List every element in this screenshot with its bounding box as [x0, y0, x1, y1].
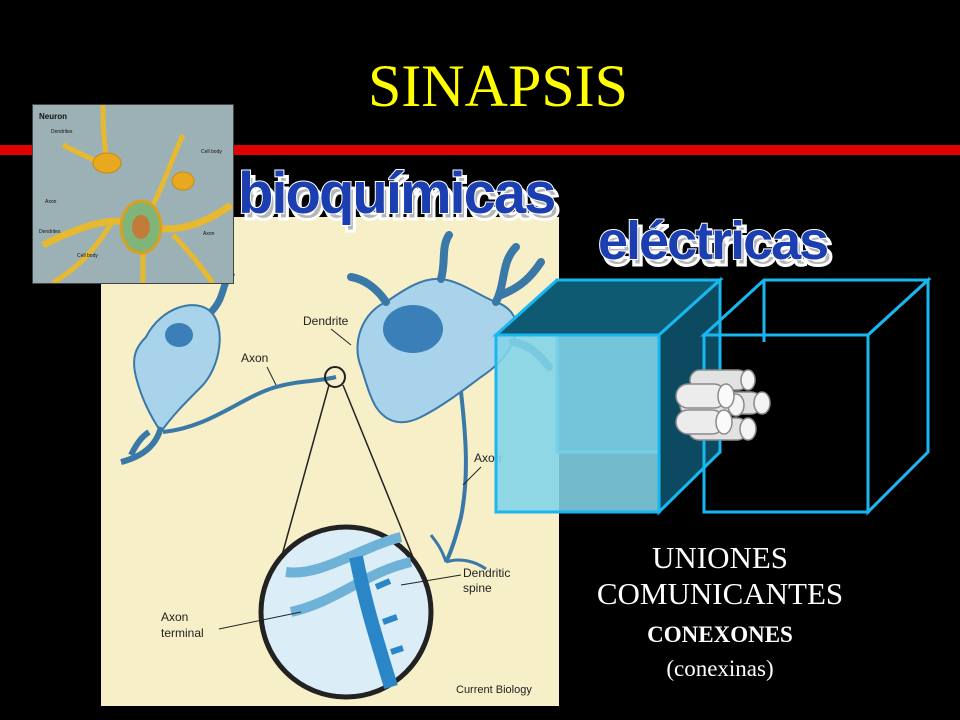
caption-connexins: (conexinas) — [666, 656, 774, 681]
axon-line — [162, 375, 337, 434]
label-axon-left: Axon — [241, 351, 268, 365]
left-neuron-body — [133, 304, 221, 434]
right-axon — [444, 391, 468, 563]
inset-drawing: Neuron Dendrites Cell body Axon Dendrite… — [33, 104, 234, 286]
inset-neuron-image: Neuron Dendrites Cell body Axon Dendrite… — [32, 104, 234, 286]
electrical-synapse-label: eléctricas eléctricas — [597, 210, 835, 279]
left-dendrites — [120, 426, 164, 465]
electrical-label-shadow: eléctricas — [600, 216, 834, 279]
caption-connexons: CONEXONES — [647, 622, 793, 647]
inset-label-axon-right: Axon — [203, 231, 215, 237]
credit-text: Current Biology — [456, 684, 532, 696]
gap-junction-diagram — [492, 276, 932, 516]
zoom-line-right — [342, 384, 422, 578]
inset-label-axon: Axon — [45, 199, 57, 205]
electrical-label-text: eléctricas — [597, 210, 830, 272]
neuron-illustration: Dendrite Axon Axon Dendritic spine Axon … — [101, 217, 559, 706]
synapse-marker — [324, 366, 346, 388]
neuron-drawing: Dendrite Axon Axon Dendritic spine Axon … — [120, 231, 553, 700]
label-axon-left-pointer — [266, 366, 277, 386]
label-dendritic-1: Dendritic — [463, 566, 510, 580]
zoomed-axon — [285, 532, 413, 617]
connexon-cylinders — [675, 369, 771, 441]
right-axon-branches — [429, 534, 487, 571]
inset-label-dendrites-top: Dendrites — [51, 129, 73, 135]
slide-title: SINAPSIS — [367, 53, 629, 119]
label-spine-pointer — [400, 574, 462, 586]
inset-label-cell-body-bottom: Cell body — [77, 253, 98, 259]
zoomed-spines — [374, 578, 404, 655]
label-dendrite-pointer — [330, 328, 352, 346]
left-neuron-nucleus — [165, 323, 193, 347]
right-dendrites — [347, 231, 553, 371]
inset-label-dendrites-bottom: Dendrites — [39, 229, 61, 235]
chemical-label-text: bioquímicas — [237, 160, 557, 227]
label-axon-terminal-1: Axon — [161, 610, 188, 624]
inset-label-neuron: Neuron — [39, 112, 67, 121]
label-dendrite: Dendrite — [303, 314, 349, 328]
caption-line-2: COMUNICANTES — [596, 576, 844, 611]
caption-gap-junctions: UNIONES COMUNICANTES — [560, 540, 880, 612]
label-terminal-pointer — [218, 611, 302, 630]
chemical-synapse-label: bioquímicas bioquímicas — [237, 160, 562, 234]
label-axon-right-pointer — [462, 466, 482, 486]
right-neuron-nucleus — [383, 305, 443, 353]
inset-label-cell-body-right: Cell body — [201, 149, 222, 155]
label-axon-terminal-2: terminal — [161, 626, 204, 640]
zoom-line-left — [275, 384, 330, 578]
caption-line-1: UNIONES — [651, 540, 789, 575]
title-divider — [0, 145, 960, 155]
chemical-label-shadow: bioquímicas — [240, 166, 561, 234]
label-dendritic-2: spine — [463, 581, 492, 595]
zoomed-dendrite — [349, 555, 398, 690]
zoom-circle — [258, 524, 434, 700]
